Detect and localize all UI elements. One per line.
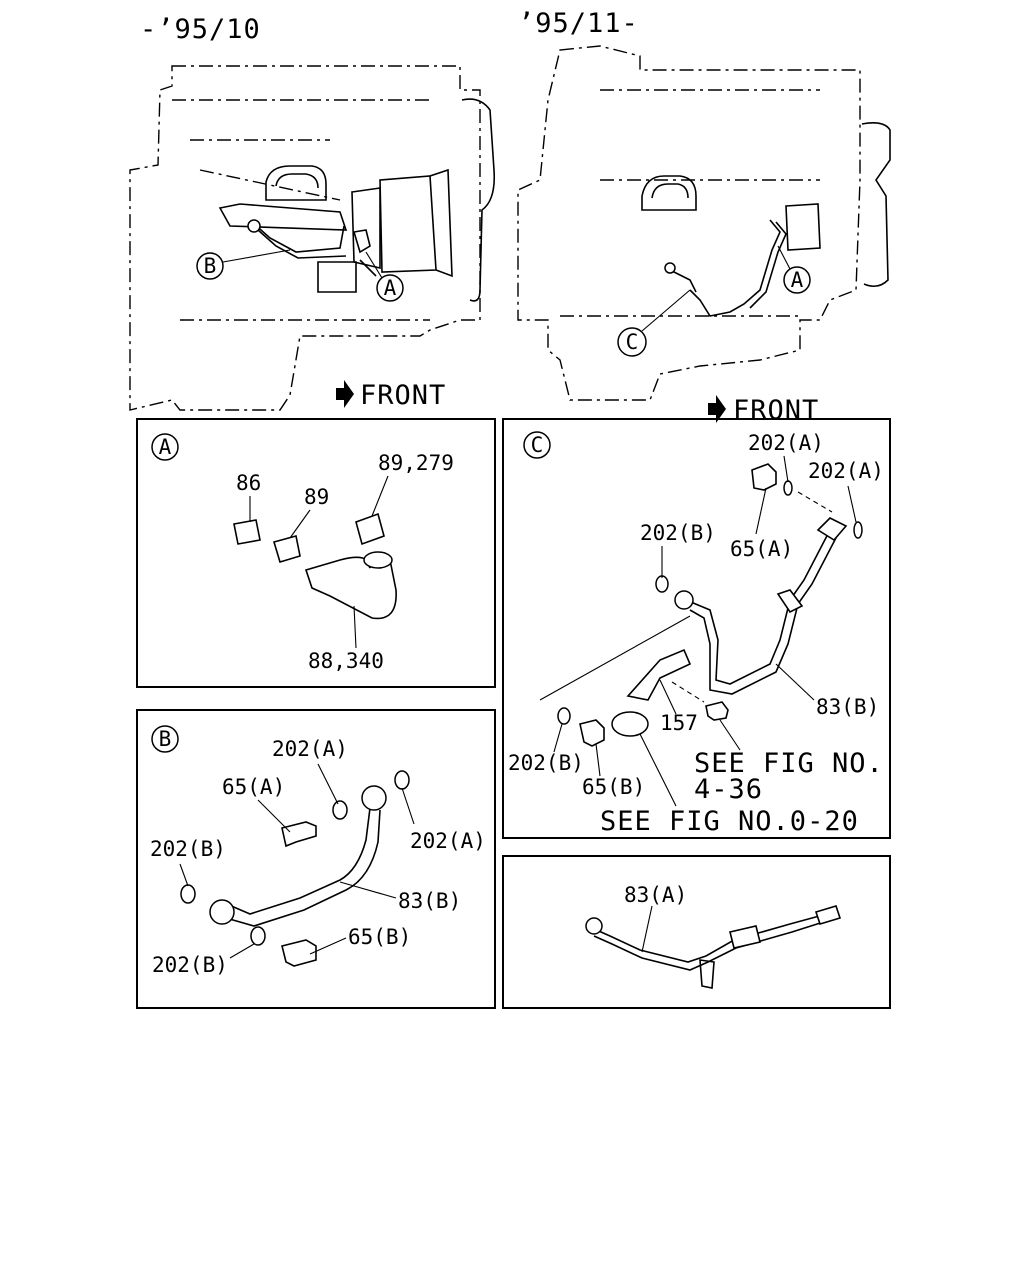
detail-panel-d: 83(A) bbox=[502, 855, 891, 1009]
callout-c: C bbox=[626, 330, 639, 354]
detail-panel-c: C 202(A) 202(A) 65(A) 202(B) 83(B) 157 2… bbox=[502, 418, 891, 839]
front-label-right: FRONT bbox=[733, 395, 819, 426]
nipple-86 bbox=[233, 519, 261, 545]
label-86: 86 bbox=[236, 471, 261, 495]
pipe-83a bbox=[591, 911, 835, 963]
see-fig-4-36: SEE FIG NO. bbox=[694, 748, 884, 779]
front-arrow-icon bbox=[708, 395, 726, 423]
date-range-right: ’95/11- bbox=[518, 8, 639, 39]
bolt-65b-c bbox=[579, 719, 605, 747]
detail-panel-b: B 202(A) 65(A) 202(A) 202(B) 83(B) 202(B… bbox=[136, 709, 496, 1009]
date-range-left: -’95/10 bbox=[140, 14, 261, 45]
label-65a: 65(A) bbox=[222, 775, 285, 799]
label-88-340: 88,340 bbox=[308, 649, 384, 673]
fitting-89-279 bbox=[355, 512, 385, 546]
callout-a-right: A bbox=[791, 268, 804, 292]
label-65b-c: 65(B) bbox=[582, 775, 645, 799]
label-202b-bottom: 202(B) bbox=[152, 953, 228, 977]
callout-b: B bbox=[204, 254, 217, 278]
front-label-left: FRONT bbox=[360, 380, 446, 411]
hose-88-340 bbox=[304, 556, 397, 620]
engine-left-view: -’95/10 B A FRONT bbox=[129, 14, 496, 411]
label-202b-c-top: 202(B) bbox=[640, 521, 716, 545]
label-202a-2: 202(A) bbox=[808, 459, 884, 483]
bolt-65b bbox=[281, 939, 317, 967]
bracket-157 bbox=[626, 648, 692, 701]
engine-right-view: ’95/11- A C FRONT bbox=[517, 8, 891, 426]
label-202b-left: 202(B) bbox=[150, 837, 226, 861]
label-83a: 83(A) bbox=[624, 883, 687, 907]
pipe-83b bbox=[221, 807, 371, 915]
label-65a-c: 65(A) bbox=[730, 537, 793, 561]
label-83b: 83(B) bbox=[398, 889, 461, 913]
bolt-65a bbox=[281, 821, 317, 848]
see-fig-0-20: SEE FIG NO.0-20 bbox=[600, 806, 859, 837]
panel-a-badge: A bbox=[159, 435, 172, 459]
label-157: 157 bbox=[660, 711, 698, 735]
panel-c-badge: C bbox=[531, 433, 544, 457]
clamp-89 bbox=[272, 535, 301, 563]
see-fig-4-36-number: 4-36 bbox=[694, 774, 763, 805]
panel-b-badge: B bbox=[159, 727, 172, 751]
label-202b-c-bottom: 202(B) bbox=[508, 751, 584, 775]
pipe-83b-c bbox=[685, 529, 831, 685]
label-89-279: 89,279 bbox=[378, 451, 454, 475]
label-202a-1: 202(A) bbox=[748, 431, 824, 455]
label-65b: 65(B) bbox=[348, 925, 411, 949]
label-83b-c: 83(B) bbox=[816, 695, 879, 719]
label-202a-right: 202(A) bbox=[410, 829, 486, 853]
callout-a-left: A bbox=[384, 276, 397, 300]
bolt-65a-c bbox=[751, 463, 777, 491]
front-arrow-icon bbox=[336, 380, 354, 408]
label-202a-top: 202(A) bbox=[272, 737, 348, 761]
label-89: 89 bbox=[304, 485, 329, 509]
detail-panel-a: A 86 89 89,279 88,340 bbox=[136, 418, 496, 688]
